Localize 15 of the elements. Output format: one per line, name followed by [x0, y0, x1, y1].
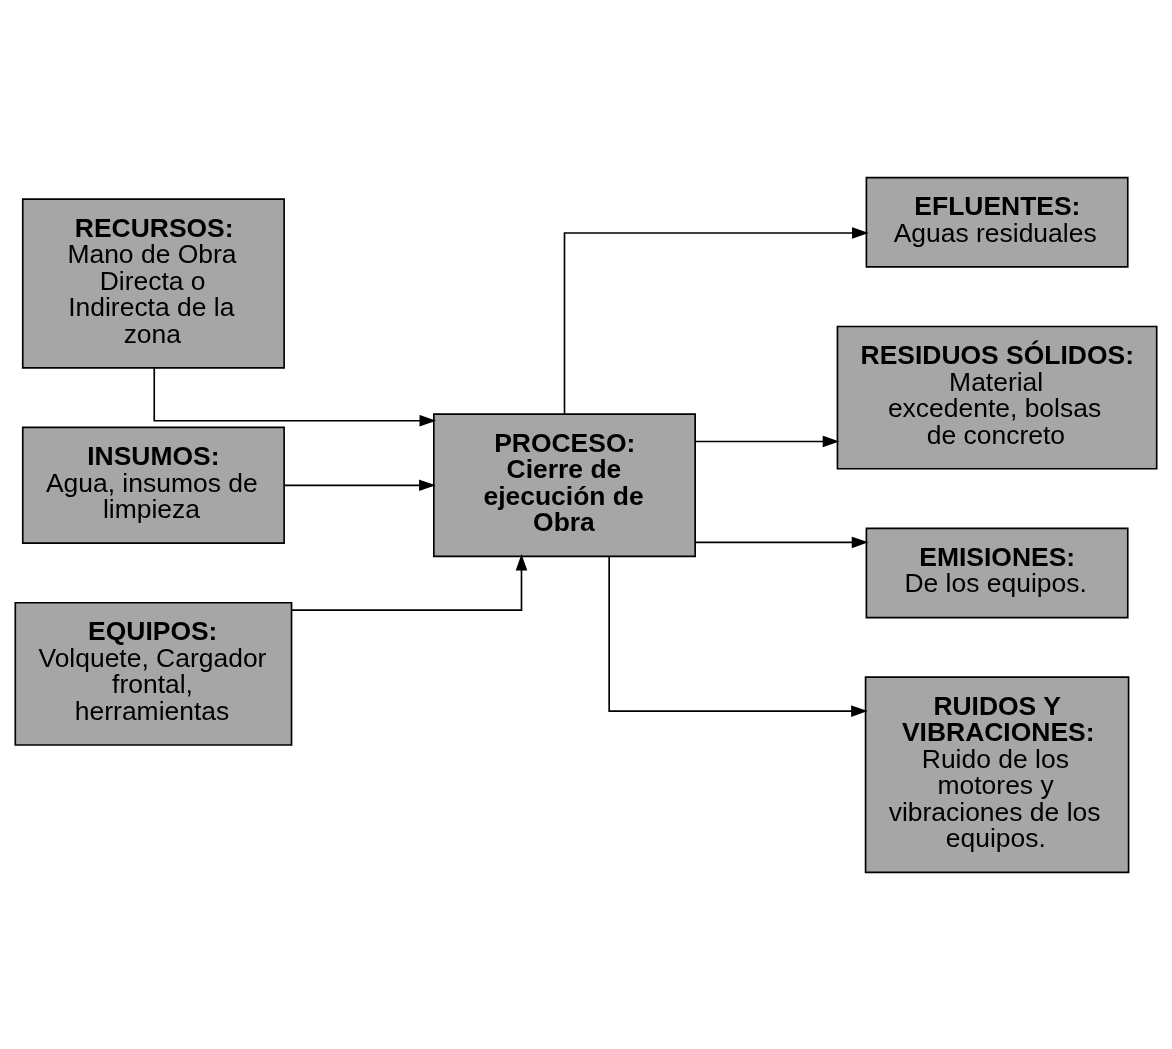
node-box: EQUIPOS: Volquete, Cargador frontal, herramientas	[14, 601, 293, 746]
arrow	[283, 479, 436, 491]
arrow	[608, 555, 868, 717]
arrow	[153, 366, 437, 427]
node-box: RECURSOS: Mano de Obra Directa o Indirecta de la zona	[21, 197, 285, 369]
arrow	[563, 226, 869, 414]
arrow	[694, 435, 840, 447]
node-box: EMISIONES: De los equipos.	[865, 527, 1129, 618]
node-box: INSUMOS: Agua, insumos de limpieza	[21, 426, 285, 544]
node-box: EFLUENTES: Aguas residuales	[865, 176, 1129, 268]
node-box: RUIDOS Y VIBRACIONES: Ruido de los motores y vibraciones de los equipos.	[864, 675, 1130, 873]
node-box: RESIDUOS SÓLIDOS: Material excedente, bolsas de concreto	[836, 325, 1158, 470]
arrow	[291, 553, 528, 611]
arrow	[694, 536, 869, 548]
node-box: PROCESO: Cierre de ejecución de Obra	[433, 412, 696, 557]
